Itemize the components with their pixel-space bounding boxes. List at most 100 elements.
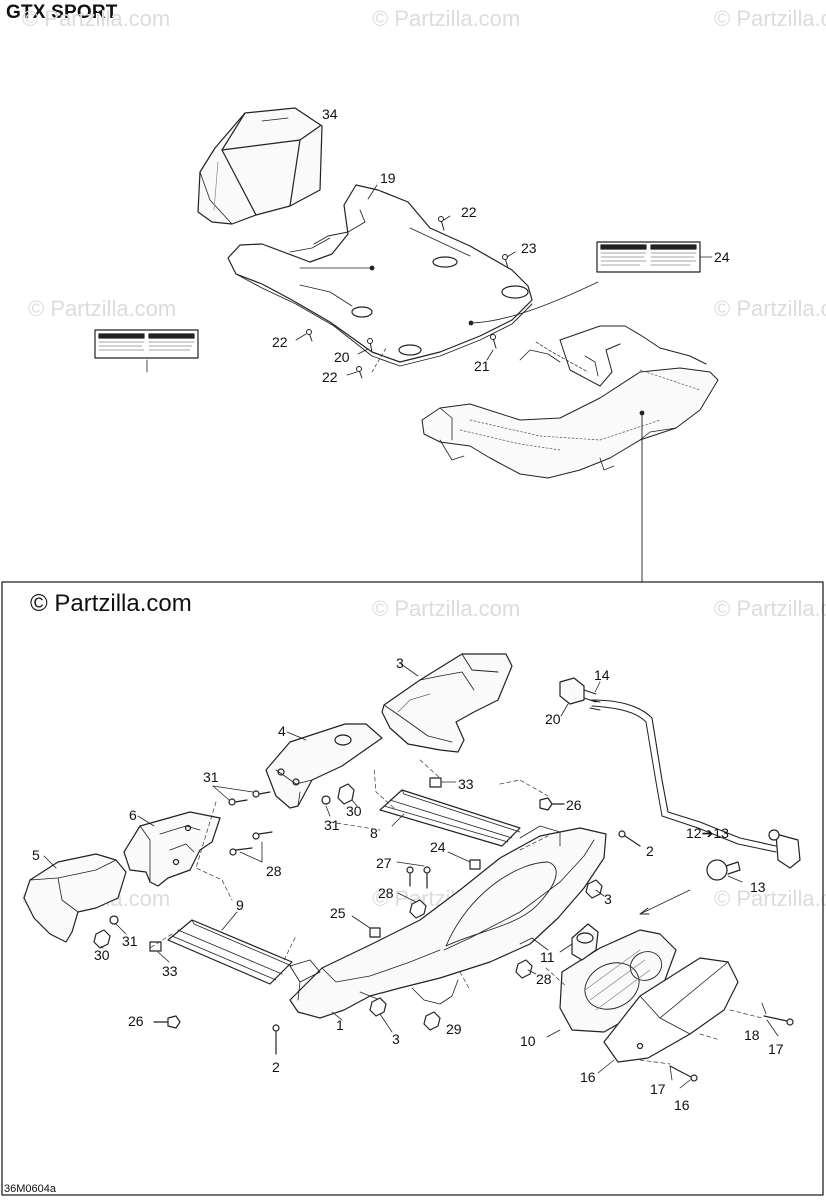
part-storage-bin (197, 107, 323, 225)
callout: 26 (128, 1013, 144, 1029)
screw-2 (618, 830, 641, 847)
part-7 (123, 811, 221, 887)
nut-28 (515, 959, 533, 979)
callout: 20 (545, 711, 561, 727)
watermark: © Partzilla.com (714, 886, 826, 911)
part-11-socket (571, 923, 599, 961)
drawing-code: 36M0604a (4, 1183, 56, 1195)
callout: 31 (122, 933, 138, 949)
clip-24 (469, 859, 481, 870)
callout: 29 (446, 1021, 462, 1037)
screw-2 (272, 1024, 280, 1055)
callout: 1 (336, 1017, 344, 1033)
screw-32 (228, 798, 248, 806)
callout: 3 (604, 891, 612, 907)
watermark: © Partzilla.com (714, 596, 826, 621)
callout: 21 (474, 358, 490, 374)
callout: 17 (768, 1041, 784, 1057)
callout: 30 (346, 803, 362, 819)
screw-26 (423, 866, 431, 889)
callout: 6 (129, 807, 137, 823)
diagram-title: GTX SPORT (6, 2, 118, 23)
callout: 24 (430, 839, 446, 855)
callout: 4 (278, 723, 286, 739)
callout: 23 (521, 240, 537, 256)
part-4 (381, 653, 513, 753)
screw (367, 338, 373, 353)
part-12-wire-harness (591, 699, 801, 869)
warning-label-34 (94, 329, 199, 359)
clip-33 (149, 941, 162, 952)
screw (356, 366, 363, 379)
watermark: © Partzilla.com (22, 6, 171, 31)
screw (490, 334, 497, 349)
callout: 24 (714, 249, 730, 265)
part-9-rail (167, 919, 293, 985)
nut-27 (409, 899, 427, 919)
callout: 3 (392, 1031, 400, 1047)
part-15-lens (603, 957, 739, 1063)
screw-25 (539, 797, 565, 811)
callout: 17 (650, 1081, 666, 1097)
nut-31 (109, 915, 119, 925)
nut-3 (585, 879, 603, 899)
clip-33 (429, 777, 442, 788)
callout: 19 (380, 170, 396, 186)
callout: 16 (674, 1097, 690, 1113)
callout: 33 (458, 776, 474, 792)
callout: 12➔13 (686, 825, 729, 841)
part-14-bulb (706, 859, 741, 881)
part-6 (23, 853, 127, 943)
screw-17 (669, 1065, 698, 1082)
nut-30 (93, 929, 111, 949)
watermark: © Partzilla.com (372, 596, 521, 621)
callout: 13 (750, 879, 766, 895)
watermark-main: © Partzilla.com (30, 590, 192, 617)
callout: 20 (334, 349, 350, 365)
clip-24 (369, 927, 381, 938)
nut-31 (321, 795, 331, 805)
callout: 30 (94, 947, 110, 963)
callout: 28 (266, 863, 282, 879)
callout: 10 (520, 1033, 536, 1049)
screw (502, 254, 509, 269)
part-top-plate (227, 184, 533, 367)
callout: 5 (32, 847, 40, 863)
callout: 25 (330, 905, 346, 921)
nut-28 (423, 1011, 441, 1031)
callout: 26 (566, 797, 582, 813)
screw-32 (252, 790, 271, 798)
watermark: © Partzilla.com (28, 296, 177, 321)
callout: 31 (203, 769, 219, 785)
part-5 (265, 723, 383, 809)
callout: 2 (646, 843, 654, 859)
screw-29 (252, 831, 273, 840)
watermark: © Partzilla.com (714, 296, 826, 321)
callout-labels: 34 19 22 23 24 22 20 22 21 3 14 20 4 31 … (32, 106, 784, 1113)
warning-label-23 (596, 241, 701, 273)
callout: 27 (376, 855, 392, 871)
screw (306, 329, 313, 342)
callout: 28 (378, 885, 394, 901)
assembled-rear-platform (421, 325, 719, 479)
screw-25 (153, 1015, 181, 1029)
screw-29 (229, 847, 253, 856)
part-18-connector (559, 677, 601, 711)
callout: 34 (322, 106, 338, 122)
callout: 31 (324, 817, 340, 833)
nut-3 (369, 997, 387, 1017)
callout: 3 (396, 655, 404, 671)
detail-frame (1, 581, 824, 1196)
callout: 16 (580, 1069, 596, 1085)
callout: 9 (236, 897, 244, 913)
callout: 14 (594, 667, 610, 683)
screw (438, 216, 445, 231)
callout: 2 (272, 1059, 280, 1075)
callout: 28 (536, 971, 552, 987)
watermark: © Partzilla.com (714, 6, 826, 31)
callout: 22 (322, 369, 338, 385)
screw-26 (406, 866, 414, 887)
part-1-bumper-body (289, 825, 607, 1019)
